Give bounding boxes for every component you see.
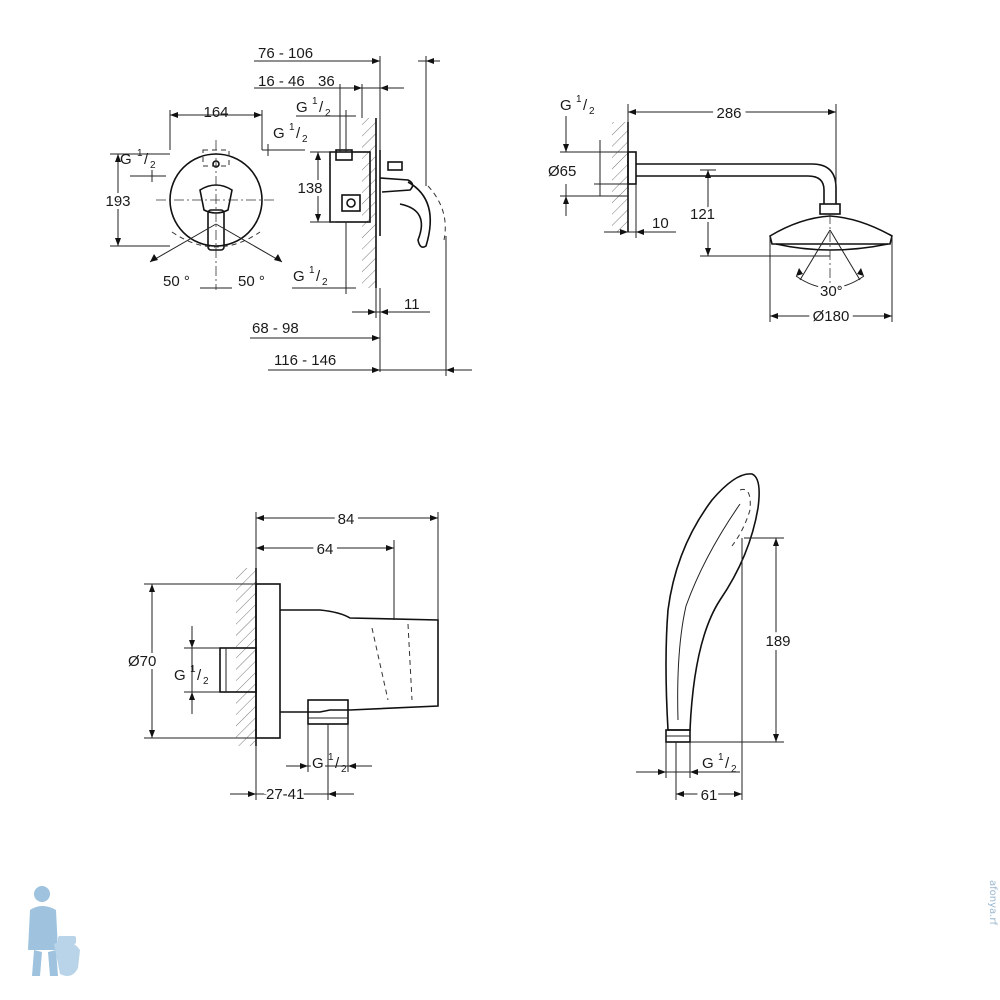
outlet-output-base: G <box>312 755 324 772</box>
wall-hatch-mixer <box>362 118 376 288</box>
watermark-side-text: afonya.rf <box>987 880 998 925</box>
dim-length-286: 286 <box>716 105 741 122</box>
thread-bottom-num: 1 <box>309 265 315 276</box>
dim-width-64: 64 <box>317 541 334 558</box>
dim-16-46: 16 - 46 <box>258 73 305 90</box>
outlet-output-num: 1 <box>328 752 334 763</box>
dim-36: 36 <box>318 73 335 90</box>
shower-head <box>769 215 893 245</box>
hand-thread-den: 2 <box>731 764 737 775</box>
dim-length-189: 189 <box>765 633 790 650</box>
dim-116-146: 116 - 146 <box>274 352 336 369</box>
svg-text:/: / <box>144 151 149 168</box>
dim-offset-10: 10 <box>652 215 669 232</box>
mixer-body-side <box>329 151 371 223</box>
dim-wall-11: 11 <box>404 296 420 313</box>
outlet-inlet-base: G <box>174 667 186 684</box>
thread-top-num: 1 <box>312 96 318 107</box>
thread-left-base: G <box>120 151 132 168</box>
hand-thread-base: G <box>702 755 714 772</box>
wall-hatch-arm <box>612 122 628 232</box>
arm-thread-num: 1 <box>576 94 582 105</box>
hand-shower-body <box>665 473 760 731</box>
dim-width-plate: 164 <box>203 104 228 121</box>
svg-text:/: / <box>319 99 324 116</box>
outlet-output-den: 2 <box>341 764 347 775</box>
mixer-lever-side <box>379 177 414 193</box>
dim-width-61: 61 <box>701 787 718 804</box>
hand-thread-num: 1 <box>718 752 724 763</box>
svg-text:/: / <box>335 755 340 772</box>
angle-left: 50 ° <box>163 273 190 290</box>
arm-thread-den: 2 <box>589 106 595 117</box>
arm-flange <box>627 151 637 185</box>
thread-left-num: 1 <box>137 148 143 159</box>
dim-27-41: 27-41 <box>266 786 304 803</box>
wall-outlet-drawing: 84 64 Ø70 G 1 / 2 G 1 / 2 27-41 <box>125 507 439 806</box>
outlet-inlet-den: 2 <box>203 676 209 687</box>
head-d180: Ø180 <box>813 308 850 325</box>
dim-76-106: 76 - 106 <box>258 45 313 62</box>
outlet-inlet-thread <box>219 647 257 693</box>
flange-d70: Ø70 <box>128 653 156 670</box>
lever-swing-arc <box>171 231 261 248</box>
dim-drop-121: 121 <box>690 206 715 223</box>
dim-height-plate: 193 <box>105 193 130 210</box>
dim-68-98: 68 - 98 <box>252 320 299 337</box>
shower-arm-drawing: 30° 286 G 1 / 2 Ø65 10 121 <box>548 94 893 329</box>
arm-pipe-bottom <box>636 175 825 204</box>
outlet-body <box>280 609 439 713</box>
thread-bottom-base: G <box>293 268 305 285</box>
angle-30: 30° <box>820 283 843 300</box>
mixer-drawing: 164 193 G 1 / 2 G 1 / 2 50 ° 50 ° <box>102 45 472 376</box>
thread-right-num: 1 <box>289 122 295 133</box>
flange-d65: Ø65 <box>548 163 576 180</box>
svg-text:/: / <box>296 125 301 142</box>
outlet-flange <box>255 583 281 739</box>
dim-height-138: 138 <box>297 180 322 197</box>
dim-width-84: 84 <box>338 511 355 528</box>
thread-top-base: G <box>296 99 308 116</box>
svg-text:/: / <box>197 667 202 684</box>
hand-shower-drawing: 189 G 1 / 2 61 <box>636 473 795 808</box>
svg-text:/: / <box>583 97 588 114</box>
plumber-logo <box>28 886 80 976</box>
svg-text:/: / <box>725 755 730 772</box>
arm-thread-base: G <box>560 97 572 114</box>
thread-left-den: 2 <box>150 160 156 171</box>
thread-bottom-den: 2 <box>322 277 328 288</box>
thread-right-base: G <box>273 125 285 142</box>
arm-pipe-top <box>636 163 837 204</box>
svg-text:/: / <box>316 268 321 285</box>
mixer-lever-front <box>199 184 233 214</box>
wall-hatch-outlet <box>236 568 256 746</box>
thread-top-den: 2 <box>325 108 331 119</box>
angle-right: 50 ° <box>238 273 265 290</box>
thread-right-den: 2 <box>302 134 308 145</box>
outlet-inlet-num: 1 <box>190 664 196 675</box>
